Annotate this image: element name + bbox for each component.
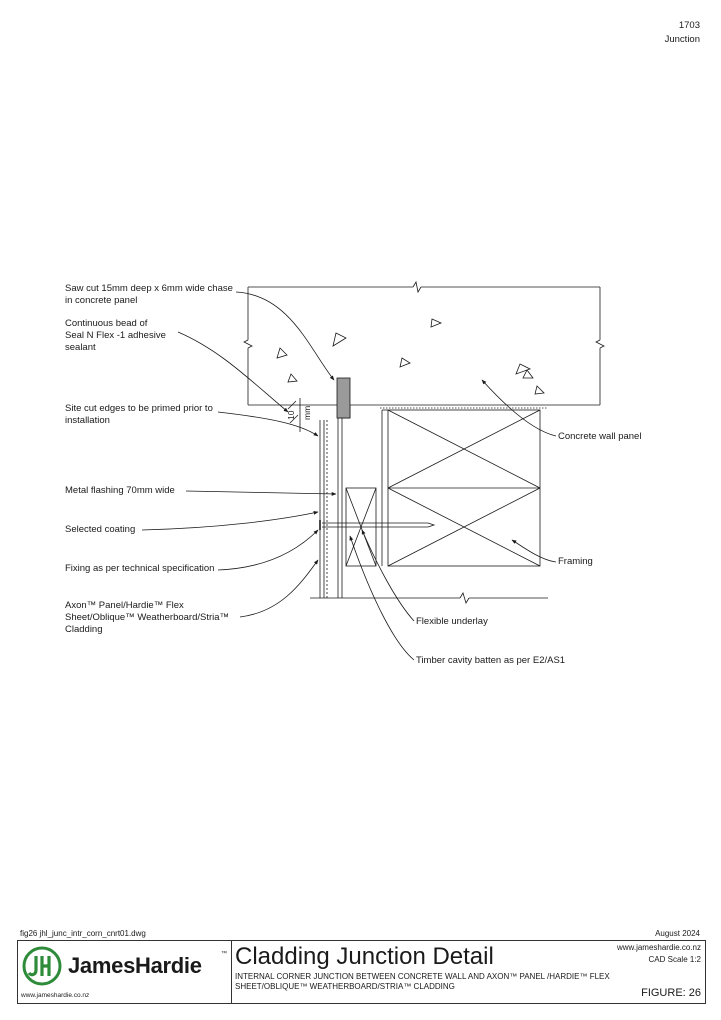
label-flashing: Metal flashing 70mm wide: [65, 485, 175, 496]
document-number: 1703: [678, 20, 700, 31]
dimension-unit: mm: [302, 405, 312, 420]
concrete-wall-panel: [243, 280, 605, 419]
label-sealant: Continuous bead of Seal N Flex -1 adhesi…: [65, 318, 166, 353]
website-small: www.jameshardie.co.nz: [21, 992, 90, 999]
figure-number: FIGURE: 26: [641, 987, 701, 999]
label-fixing: Fixing as per technical specification: [65, 563, 215, 574]
fixing-nail: [319, 520, 436, 530]
label-underlay: Flexible underlay: [416, 616, 488, 627]
leader-lines: [141, 291, 557, 661]
label-cladding: Axon™ Panel/Hardie™ Flex Sheet/Oblique™ …: [65, 600, 230, 635]
sealant-bead: [336, 377, 351, 419]
dimension-value: 10: [286, 410, 296, 420]
title-block: JamesHardie ™ www.jameshardie.co.nz Clad…: [17, 940, 706, 1004]
subtitle-line-2: SHEET/OBLIQUE™ WEATHERBOARD/STRIA™ CLADD…: [235, 982, 455, 991]
logo-cell: JamesHardie ™ www.jameshardie.co.nz: [18, 941, 232, 1003]
website: www.jameshardie.co.nz: [616, 943, 701, 952]
framing: [381, 409, 541, 567]
cad-scale: CAD Scale 1:2: [648, 955, 701, 964]
subtitle-line-1: INTERNAL CORNER JUNCTION BETWEEN CONCRET…: [235, 972, 610, 981]
jameshardie-logo-icon: [22, 946, 62, 986]
label-site-cut: Site cut edges to be primed prior to ins…: [65, 403, 213, 426]
label-batten: Timber cavity batten as per E2/AS1: [416, 655, 566, 666]
cladding-section: [319, 418, 343, 598]
file-name: fig26 jhl_junc_intr_corn_cnrt01.dwg: [20, 929, 146, 938]
label-saw-cut: Saw cut 15mm deep x 6mm wide chase in co…: [65, 283, 233, 306]
issue-date: August 2024: [655, 929, 700, 938]
section-label: Junction: [664, 34, 700, 45]
dimension-10mm: [287, 398, 301, 432]
label-concrete-wall: Concrete wall panel: [558, 431, 642, 442]
label-coating: Selected coating: [65, 524, 136, 535]
drawing-title: Cladding Junction Detail: [235, 943, 494, 970]
brand-name: JamesHardie: [68, 953, 202, 978]
brand-trademark: ™: [221, 951, 227, 957]
label-framing: Framing: [558, 556, 593, 567]
